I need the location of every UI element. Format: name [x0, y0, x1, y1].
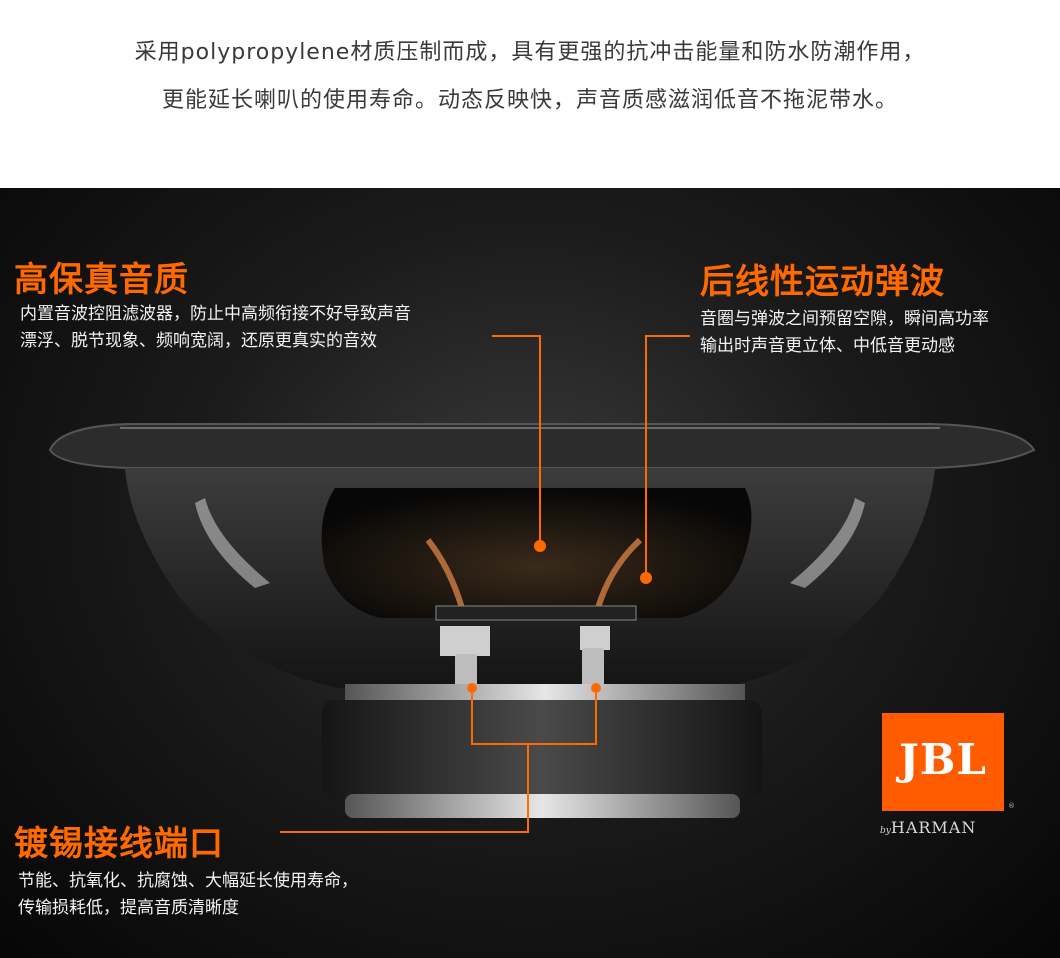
harman-by-text: by	[880, 826, 891, 836]
feature-desc-terminals: 节能、抗氧化、抗腐蚀、大幅延长使用寿命， 传输损耗低，提高音质清晰度	[18, 868, 488, 922]
feature-title-hifi: 高保真音质	[14, 260, 189, 300]
jbl-logo-text: JBL	[899, 735, 987, 784]
voice-coil-wires	[425, 537, 643, 621]
intro-text-line-1: 采用polypropylene材质压制而成，具有更强的抗冲击能量和防水防潮作用，	[134, 40, 926, 65]
feature-desc-terminals-line-1: 节能、抗氧化、抗腐蚀、大幅延长使用寿命，	[18, 871, 358, 891]
feature-desc-spider: 音圈与弹波之间预留空隙，瞬间高功率 输出时声音更立体、中低音更动感	[700, 306, 1060, 360]
callout-dots	[467, 540, 652, 693]
feature-desc-hifi: 内置音波控阻滤波器，防止中高频衔接不好导致声音 漂浮、脱节现象、频响宽阔，还原更…	[20, 301, 520, 355]
feature-title-spider: 后线性运动弹波	[700, 262, 945, 302]
speaker-basket	[125, 468, 935, 688]
feature-desc-terminals-line-2: 传输损耗低，提高音质清晰度	[18, 898, 239, 918]
harman-logo: byHARMAN	[880, 818, 976, 837]
feature-title-terminals: 镀锡接线端口	[14, 824, 224, 864]
speaker-magnet	[322, 684, 762, 818]
feature-desc-spider-line-2: 输出时声音更立体、中低音更动感	[700, 336, 955, 356]
harman-name: HARMAN	[890, 818, 977, 837]
feature-desc-hifi-line-1: 内置音波控阻滤波器，防止中高频衔接不好导致声音	[20, 304, 411, 324]
callout-lines	[280, 335, 690, 833]
intro-section: 采用polypropylene材质压制而成，具有更强的抗冲击能量和防水防潮作用，…	[0, 0, 1060, 188]
speaker-rim	[48, 423, 1036, 469]
speaker-illustration	[48, 335, 1036, 833]
intro-text-line-2: 更能延长喇叭的使用寿命。动态反映快，声音质感滋润低音不拖泥带水。	[161, 88, 898, 113]
feature-desc-spider-line-1: 音圈与弹波之间预留空隙，瞬间高功率	[700, 309, 989, 329]
registered-mark: ®	[1008, 802, 1015, 810]
jbl-logo: JBL	[882, 713, 1004, 811]
feature-desc-hifi-line-2: 漂浮、脱节现象、频响宽阔，还原更真实的音效	[20, 331, 377, 351]
feature-panel: 高保真音质 内置音波控阻滤波器，防止中高频衔接不好导致声音 漂浮、脱节现象、频响…	[0, 188, 1060, 958]
